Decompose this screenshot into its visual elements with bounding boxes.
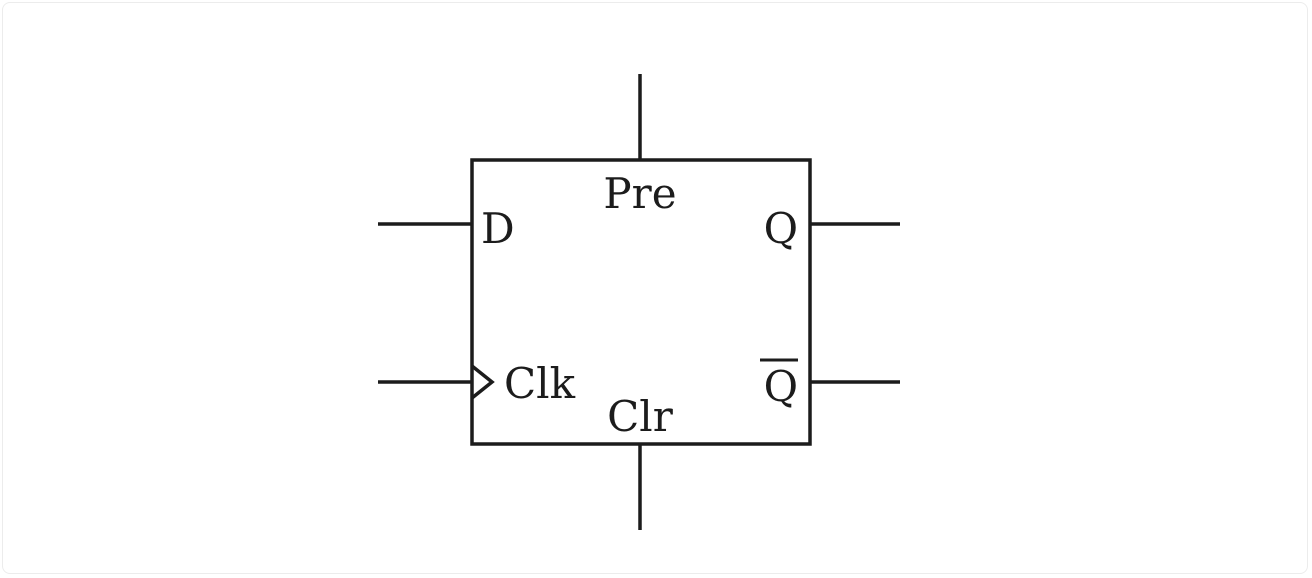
pre-label: Pre <box>603 169 676 218</box>
clr-label: Clr <box>607 392 674 441</box>
q-label: Q <box>764 204 798 253</box>
d-label: D <box>481 204 515 253</box>
clock-edge-triangle-icon <box>470 364 495 400</box>
clk-label: Clk <box>504 359 576 408</box>
q-bar-label: Q <box>764 362 798 411</box>
